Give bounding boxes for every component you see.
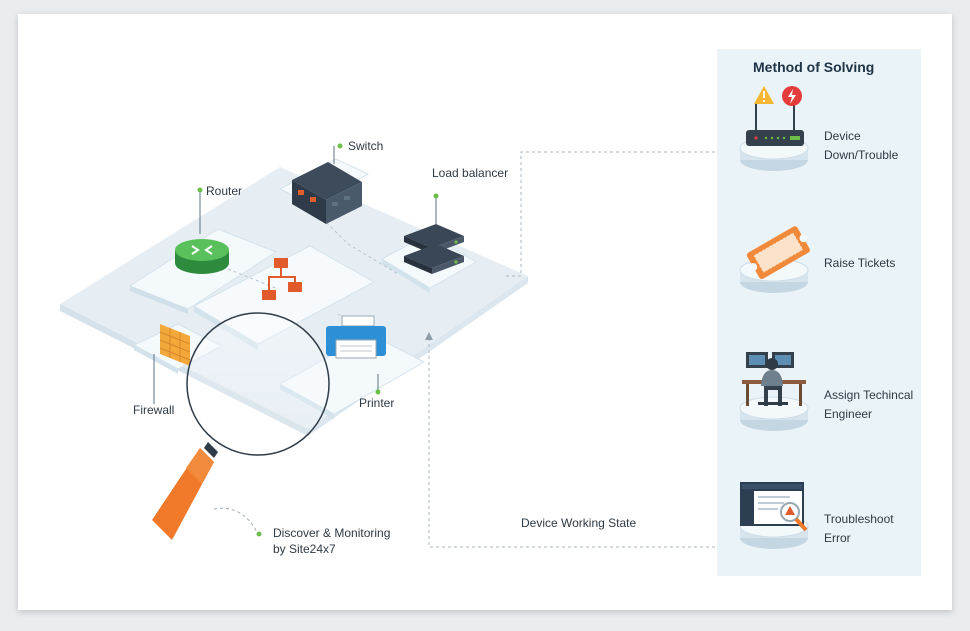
router-icon: [175, 239, 229, 274]
arrow-to-network: [425, 332, 433, 340]
step-4-line2: Error: [824, 531, 851, 545]
firewall-icon: [159, 324, 191, 366]
panel-title: Method of Solving: [753, 59, 875, 75]
network-diagram: [60, 49, 921, 576]
monitor-note-line1: Discover & Monitoring: [273, 526, 391, 540]
step-1-line2: Down/Trouble: [824, 148, 899, 162]
load-balancer-icon: [404, 224, 464, 274]
printer-label: Printer: [359, 396, 395, 410]
leader-dots: [197, 143, 439, 537]
printer-icon: [326, 315, 386, 359]
switch-icon: [292, 162, 362, 224]
step-4-line1: Troubleshoot: [824, 512, 894, 526]
working-state-label: Device Working State: [521, 516, 637, 530]
load-balancer-label: Load balancer: [432, 166, 509, 180]
label-leaders: [153, 146, 437, 404]
network-hierarchy-icon: [262, 258, 302, 300]
switch-label: Switch: [348, 139, 384, 153]
magnifier-icon: [152, 312, 330, 540]
ticket-icon: [746, 226, 810, 280]
router-alert-icon: [746, 86, 804, 146]
troubleshoot-window-icon: [740, 482, 808, 532]
monitor-note-line2: by Site24x7: [273, 542, 336, 556]
step-1-line1: Device: [824, 129, 861, 143]
step-2-line1: Raise Tickets: [824, 256, 896, 270]
firewall-label: Firewall: [133, 403, 175, 417]
diagram-card: Switch Router Load balancer Firewall Pri…: [18, 14, 952, 610]
engineer-icon: [742, 352, 806, 406]
step-3-line1: Assign Techincal: [824, 388, 914, 402]
step-3-line2: Engineer: [824, 407, 873, 421]
router-label: Router: [206, 184, 243, 198]
